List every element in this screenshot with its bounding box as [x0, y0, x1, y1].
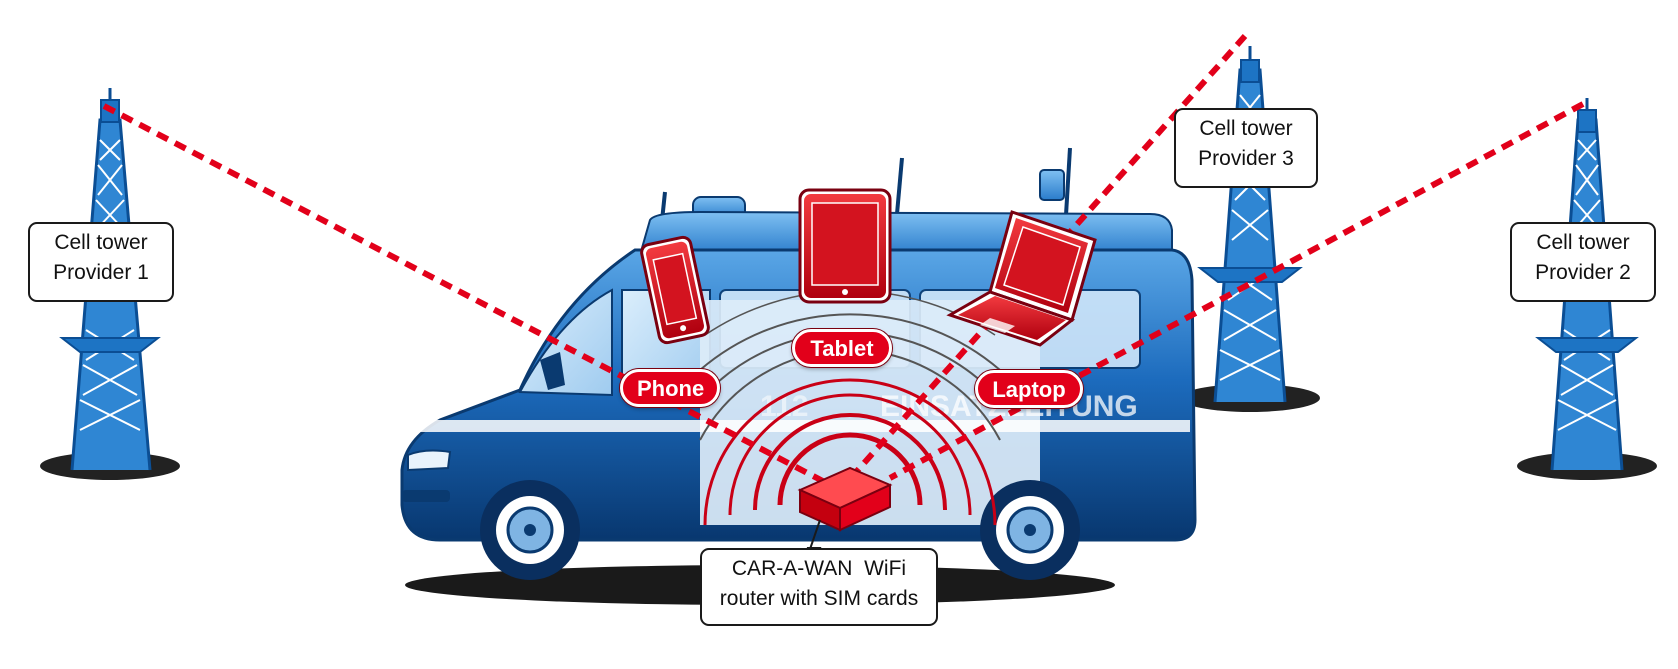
phone-icon: [640, 235, 710, 345]
tower-callout-line2: Provider 1: [53, 261, 149, 284]
router-callout: CAR-A-WAN WiFi router with SIM cards: [700, 548, 938, 626]
tower-callout-line2: Provider 3: [1198, 147, 1294, 170]
device-label-laptop: Laptop: [975, 370, 1083, 408]
tower-callout-line1: Cell tower: [1199, 117, 1293, 140]
router-callout-line1: CAR-A-WAN WiFi: [731, 557, 907, 580]
laptop-icon: [946, 210, 1097, 347]
device-label-phone: Phone: [620, 369, 720, 407]
tower-callout-line2: Provider 2: [1535, 261, 1631, 284]
cell-tower-provider-3: [1180, 46, 1320, 412]
link-provider-1: [102, 103, 842, 493]
router-callout-line2: router with SIM cards: [719, 587, 919, 610]
tower-callout-line1: Cell tower: [54, 231, 148, 254]
tower-callout-provider-2: Cell tower Provider 2: [1510, 222, 1656, 302]
rear-wheel: [980, 480, 1080, 580]
front-wheel: [480, 480, 580, 580]
tower-callout-provider-3: Cell tower Provider 3: [1174, 108, 1318, 188]
link-provider-2: [888, 101, 1585, 481]
router-box: [797, 466, 893, 556]
tower-callout-provider-1: Cell tower Provider 1: [28, 222, 174, 302]
device-label-tablet: Tablet: [792, 329, 892, 367]
tablet-icon: [798, 188, 892, 304]
tower-callout-line1: Cell tower: [1536, 231, 1630, 254]
